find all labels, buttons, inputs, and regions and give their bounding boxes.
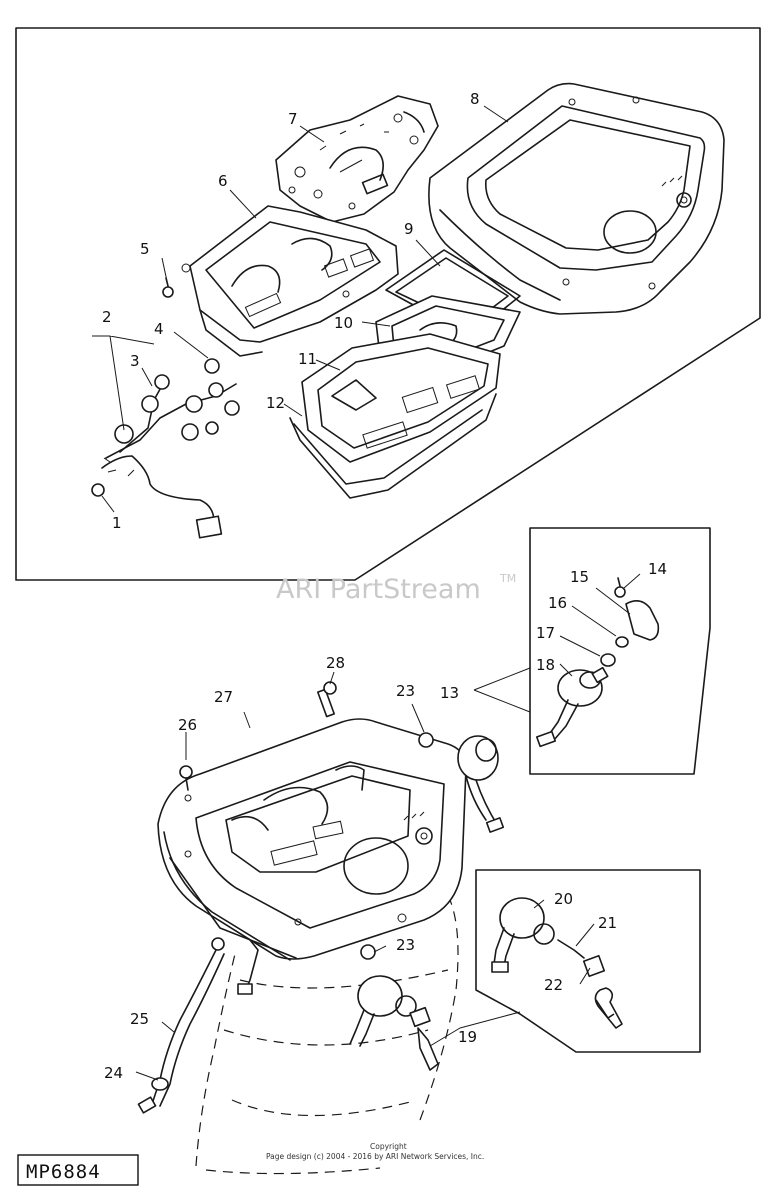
callout-6: 6 (218, 172, 228, 190)
callout-22: 22 (544, 976, 563, 994)
upper-frame-outline (15, 27, 761, 581)
inset-frame-key-switch (529, 527, 711, 775)
callout-23-lower: 23 (396, 936, 415, 954)
callout-13: 13 (440, 684, 459, 702)
gauge-board-part-7 (275, 95, 439, 223)
callout-28: 28 (326, 654, 345, 672)
harness-parts-24-25 (137, 937, 259, 1114)
callout-16: 16 (548, 594, 567, 612)
gauge-cluster-part-6 (181, 205, 399, 357)
callout-8: 8 (470, 90, 480, 108)
callout-5: 5 (140, 240, 150, 258)
callout-11: 11 (298, 350, 317, 368)
callout-17: 17 (536, 624, 555, 642)
nuts-part-23 (360, 732, 434, 960)
callout-21: 21 (598, 914, 617, 932)
callout-7: 7 (288, 110, 298, 128)
copyright-line-1: Copyright (370, 1142, 407, 1151)
part-number-label: MP6884 (26, 1161, 101, 1183)
callout-23-upper: 23 (396, 682, 415, 700)
part-number-box (17, 1154, 139, 1186)
callout-10: 10 (334, 314, 353, 332)
callout-12: 12 (266, 394, 285, 412)
watermark-text: ARI PartStream (276, 574, 481, 605)
dash-housing-part-8 (428, 82, 725, 315)
steering-column-cover (195, 899, 459, 1175)
callout-3: 3 (130, 352, 140, 370)
callout-15: 15 (570, 568, 589, 586)
callout-19: 19 (458, 1028, 477, 1046)
callout-1: 1 (112, 514, 122, 532)
key-switch-parts-19-20 (349, 975, 439, 1071)
callout-4: 4 (154, 320, 164, 338)
upper-leader-lines (92, 105, 509, 513)
key-switch-part-13 (457, 735, 505, 833)
lower-leader-lines (135, 671, 595, 1081)
inset-leader-lines (473, 573, 641, 713)
copyright-line-2: Page design (c) 2004 - 2016 by ARI Netwo… (266, 1152, 484, 1161)
callout-9: 9 (404, 220, 414, 238)
dash-panel-part-27 (157, 718, 467, 961)
callout-26: 26 (178, 716, 197, 734)
key-switch-assembly-parts-14-18 (535, 577, 660, 748)
inset-frame-keys (475, 869, 701, 1053)
callout-labels: 1 2 3 4 5 6 7 8 9 10 11 12 13 14 15 16 1… (102, 90, 667, 1082)
back-plate-part-12 (289, 393, 497, 499)
screw-part-5 (162, 277, 174, 298)
callout-2: 2 (102, 308, 112, 326)
keys-parts-20-22 (491, 897, 623, 1029)
callout-27: 27 (214, 688, 233, 706)
callout-20: 20 (554, 890, 573, 908)
wiring-harness-parts-1-4 (91, 358, 240, 539)
callout-18: 18 (536, 656, 555, 674)
watermark-trademark: TM (499, 572, 516, 585)
lens-part-11 (301, 333, 501, 463)
callout-14: 14 (648, 560, 667, 578)
callout-25: 25 (130, 1010, 149, 1028)
screws-parts-26-28 (179, 681, 337, 791)
callout-24: 24 (104, 1064, 123, 1082)
